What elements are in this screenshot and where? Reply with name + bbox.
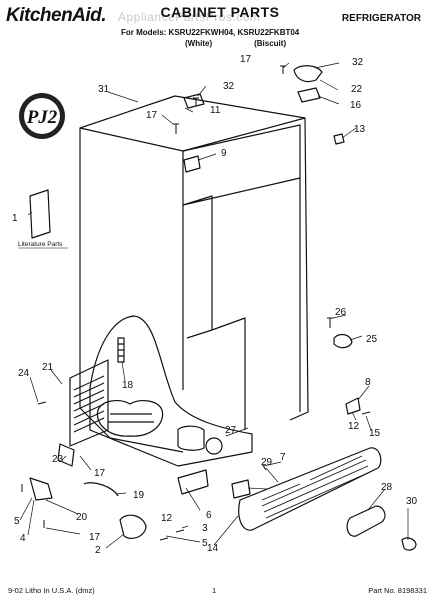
color-variants: (White) (Biscuit): [185, 39, 328, 48]
hinge-cap: [333, 133, 345, 145]
toe-grille: [238, 447, 382, 531]
callout-17: 17: [94, 468, 106, 479]
callout-27: 27: [225, 425, 237, 436]
front-leg: [57, 443, 75, 467]
base-bracket: [177, 469, 209, 495]
callout-23: 23: [52, 454, 64, 465]
callout-6: 6: [206, 510, 212, 521]
variant-white: (White): [185, 39, 213, 48]
callout-15: 15: [369, 428, 381, 439]
leveler-bracket: [119, 514, 147, 539]
callout-9: 9: [221, 148, 227, 159]
models-line: For Models: KSRU22FKWH04, KSRU22FKBT04: [121, 28, 300, 37]
callout-2: 2: [95, 545, 101, 556]
callout-30: 30: [406, 496, 418, 507]
vent-slots: [73, 375, 105, 433]
callout-4: 4: [20, 533, 26, 544]
filter-cap: [401, 537, 417, 551]
callout-1: 1: [12, 213, 18, 224]
cabinet-right-side: [289, 117, 309, 421]
callout-17: 17: [146, 110, 158, 121]
callout-18: 18: [122, 380, 134, 391]
callout-21: 21: [42, 362, 54, 373]
screws: [21, 65, 371, 541]
callout-14: 14: [207, 543, 219, 554]
callout-3: 3: [202, 523, 208, 534]
footer-litho: 9-02 Litho In U.S.A. (dmz): [8, 586, 95, 595]
power-cord: [83, 482, 119, 497]
pj2-badge: PJ2: [19, 93, 65, 139]
hinge-pin: [183, 155, 201, 173]
page-title: CABINET PARTS: [160, 4, 280, 20]
badge-text: PJ2: [26, 107, 58, 128]
callout-12: 12: [161, 513, 173, 524]
callout-5: 5: [202, 538, 208, 549]
callout-22: 22: [351, 84, 363, 95]
watermark: AppliancePartsPros.com: [118, 10, 261, 24]
callout-32: 32: [352, 57, 364, 68]
callout-13: 13: [354, 124, 366, 135]
grille-slots: [261, 455, 371, 519]
door-stop: [333, 333, 353, 349]
callout-7: 7: [280, 452, 286, 463]
callout-25: 25: [366, 334, 378, 345]
cabinet-top: [79, 95, 306, 152]
callout-11: 11: [210, 105, 221, 116]
callout-31: 31: [98, 84, 110, 95]
callout-17: 17: [240, 54, 252, 65]
roller-bracket: [29, 477, 53, 501]
callout-32: 32: [223, 81, 235, 92]
literature-booklet: [29, 189, 51, 239]
fan-motor: [205, 437, 223, 455]
callout-19: 19: [133, 490, 145, 501]
literature-label: Literature Parts: [18, 241, 63, 248]
callout-26: 26: [335, 307, 347, 318]
brand-logo: KitchenAid.: [6, 5, 107, 26]
footer-part-number: Part No. 8198331: [368, 586, 427, 595]
machine-compartment: [89, 315, 253, 467]
hinge-shim: [297, 87, 321, 103]
callout-29: 29: [261, 457, 273, 468]
callout-layer: 1234556789111212131415161717171718192021…: [12, 54, 418, 556]
appliance-category: REFRIGERATOR: [341, 13, 421, 24]
cabinet-right-flange: [182, 124, 301, 412]
footer-page-number: 1: [212, 586, 217, 595]
callout-24: 24: [18, 368, 30, 379]
compartment-back-plate: [69, 359, 109, 447]
compressor-assembly: [96, 400, 164, 437]
leader-lines: [19, 62, 409, 549]
condenser-fan: [177, 425, 205, 451]
top-hinge-right: [293, 65, 323, 83]
cover-bracket: [345, 397, 361, 415]
filter-cartridge: [346, 505, 386, 537]
callout-20: 20: [76, 512, 88, 523]
callout-12: 12: [348, 421, 360, 432]
callout-16: 16: [350, 100, 362, 111]
callout-8: 8: [365, 377, 371, 388]
cabinet-left-side: [79, 128, 184, 453]
hinge-bracket-mid: [231, 479, 251, 499]
cabinet-inner-wall: [182, 177, 301, 430]
callout-5: 5: [14, 516, 20, 527]
top-hinge-left: [183, 93, 205, 109]
callout-17: 17: [89, 532, 101, 543]
callout-28: 28: [381, 482, 393, 493]
variant-biscuit: (Biscuit): [254, 39, 287, 48]
drain-tube-part: [117, 337, 125, 363]
